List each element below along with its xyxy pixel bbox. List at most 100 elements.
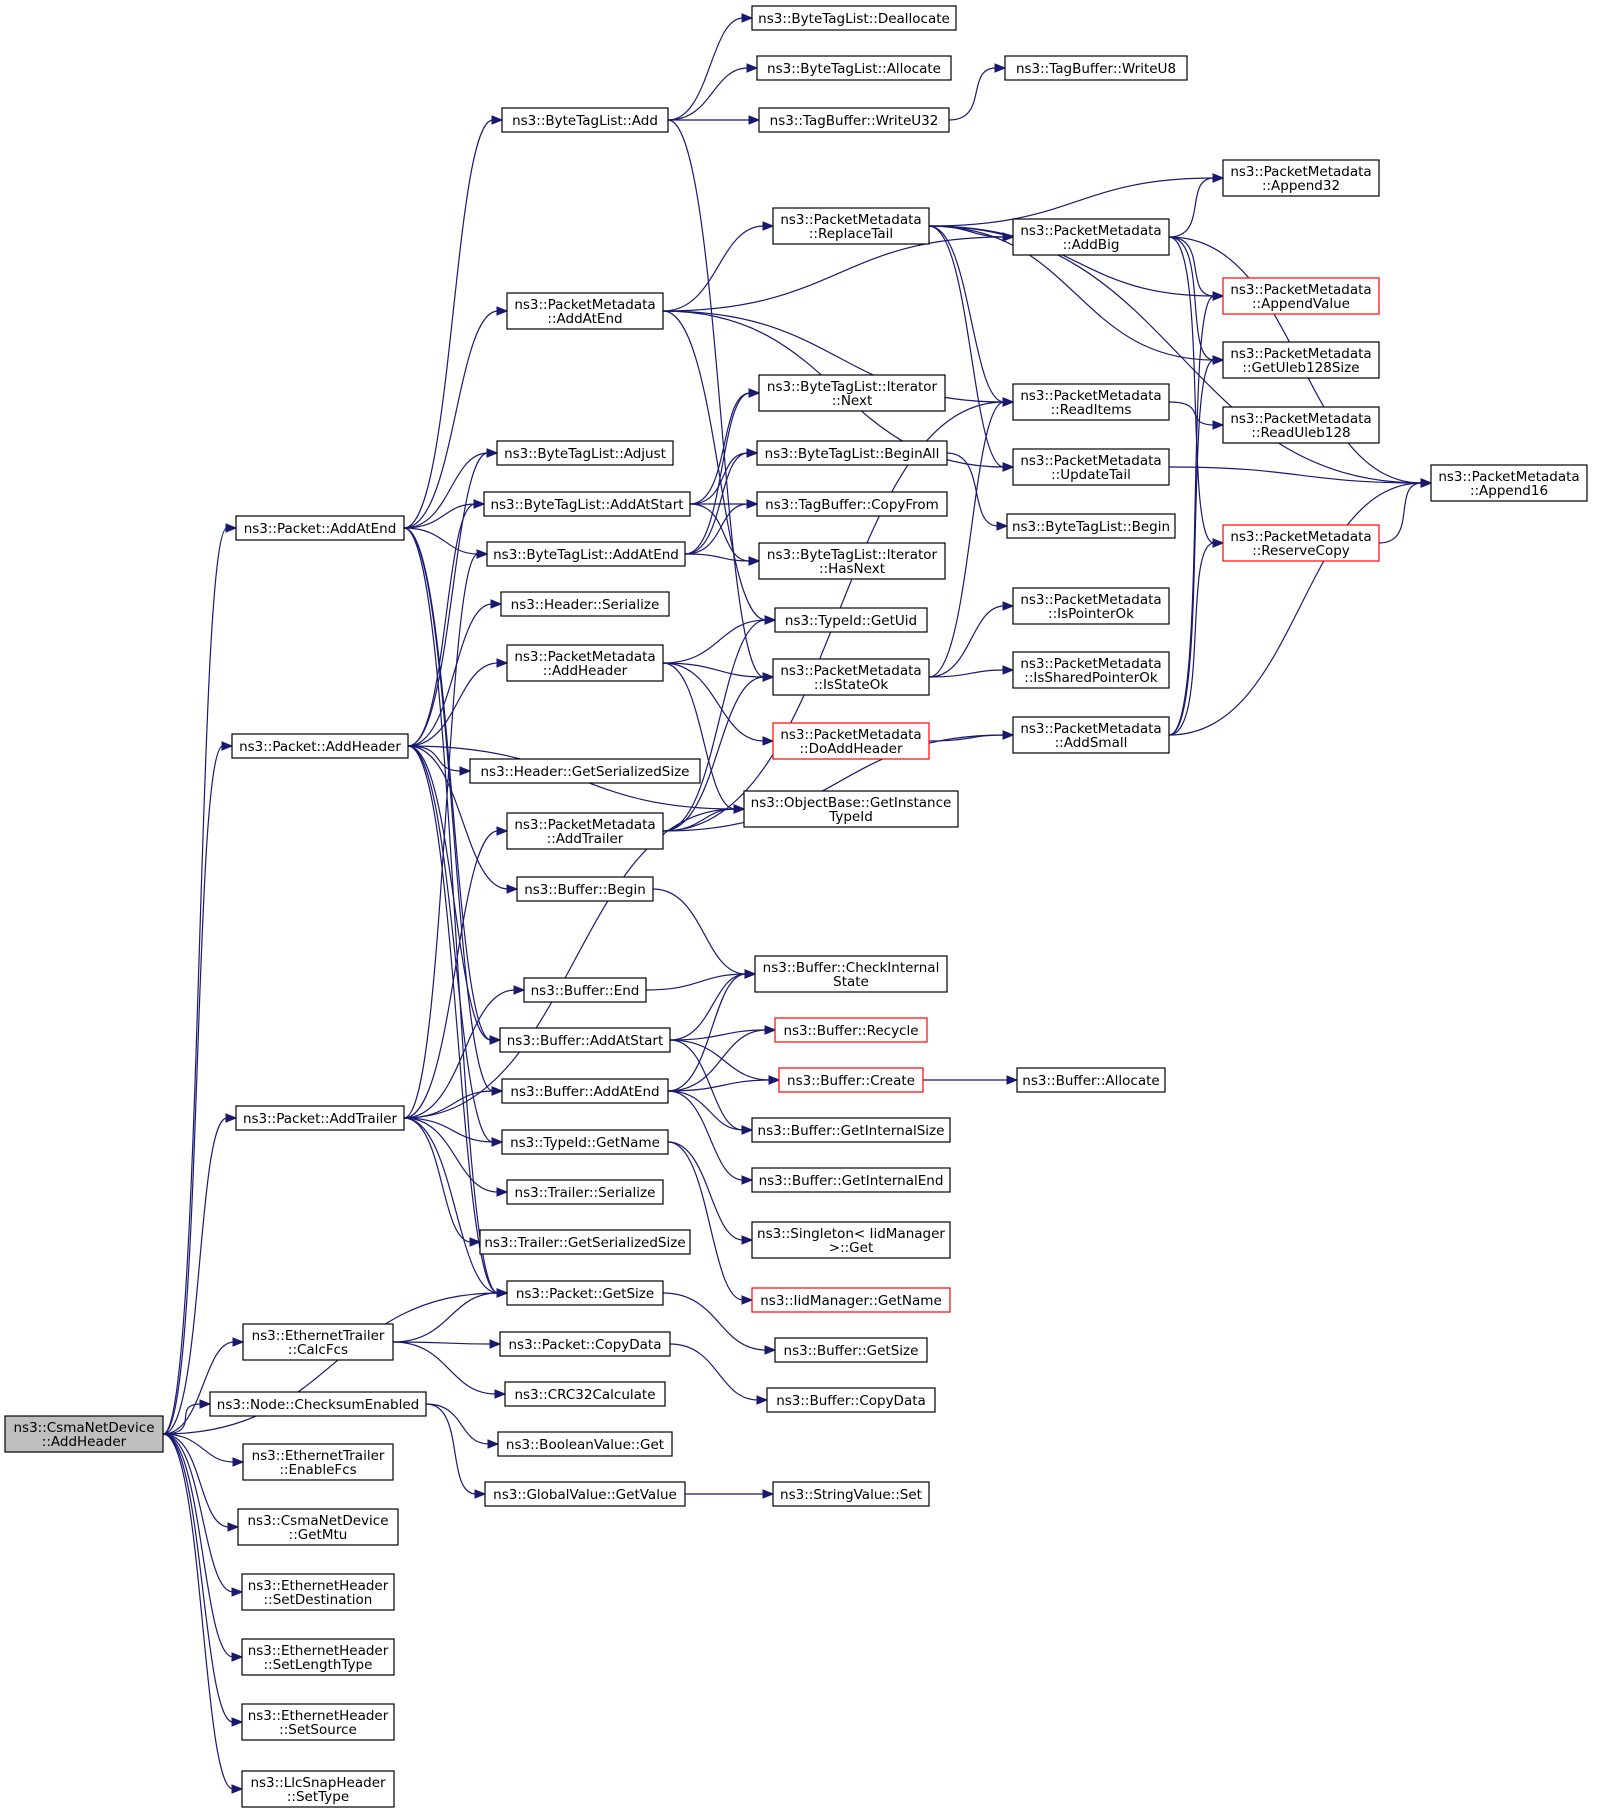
node-pmReplaceTail[interactable]: ns3::PacketMetadata::ReplaceTail (772, 207, 930, 245)
node-trlGetSerSize[interactable]: ns3::Trailer::GetSerializedSize (479, 1229, 691, 1255)
node-ethCalcFcs[interactable]: ns3::EthernetTrailer::CalcFcs (242, 1323, 394, 1361)
node-csmaGetMtu[interactable]: ns3::CsmaNetDevice::GetMtu (237, 1508, 399, 1546)
node-pAddTrailer[interactable]: ns3::Packet::AddTrailer (235, 1105, 405, 1131)
node-btlDealloc[interactable]: ns3::ByteTagList::Deallocate (751, 5, 957, 31)
edge-root-to-ethCalcFcs (162, 1341, 235, 1435)
node-tbWriteU8[interactable]: ns3::TagBuffer::WriteU8 (1004, 55, 1188, 81)
node-bufGetIntEnd[interactable]: ns3::Buffer::GetInternalEnd (751, 1167, 951, 1193)
edge-pmAddSmall-to-pmAppend16 (1168, 482, 1423, 736)
node-pGetSize[interactable]: ns3::Packet::GetSize (506, 1280, 664, 1306)
node-pmReadItems[interactable]: ns3::PacketMetadata::ReadItems (1012, 383, 1170, 421)
node-pmDoAddHeader[interactable]: ns3::PacketMetadata::DoAddHeader (772, 722, 930, 760)
node-btlAllocate[interactable]: ns3::ByteTagList::Allocate (756, 55, 952, 81)
node-pmIsPtrOk[interactable]: ns3::PacketMetadata::IsPointerOk (1012, 587, 1170, 625)
node-pAddAtEnd[interactable]: ns3::Packet::AddAtEnd (235, 515, 405, 541)
edge-pmAddTrailer-to-pmIsStateOk (662, 676, 765, 832)
node-label-line: ns3::Packet::AddHeader (239, 739, 401, 755)
node-label-line: ::Append32 (1262, 178, 1340, 194)
node-boolGet[interactable]: ns3::BooleanValue::Get (497, 1431, 673, 1457)
node-crc32[interactable]: ns3::CRC32Calculate (504, 1381, 666, 1407)
node-label-line: ::ReadUleb128 (1251, 425, 1350, 441)
node-btlItNext[interactable]: ns3::ByteTagList::Iterator::Next (758, 374, 946, 412)
node-bufAddAtEnd[interactable]: ns3::Buffer::AddAtEnd (501, 1078, 669, 1104)
node-pmAddAtEnd[interactable]: ns3::PacketMetadata::AddAtEnd (506, 292, 664, 330)
node-label-line: ::EnableFcs (279, 1462, 356, 1478)
node-nodeChecksum[interactable]: ns3::Node::ChecksumEnabled (209, 1391, 427, 1417)
arrowhead-tidGetName-to-singletonGet (741, 1235, 754, 1245)
node-label-line: ::HasNext (819, 561, 885, 577)
node-bufCopyData[interactable]: ns3::Buffer::CopyData (766, 1387, 936, 1413)
node-box (469, 758, 701, 784)
node-box (1222, 341, 1380, 379)
node-pAddHeader[interactable]: ns3::Packet::AddHeader (231, 733, 409, 759)
node-label-line: ns3::LlcSnapHeader (250, 1775, 386, 1791)
node-ethSetDest[interactable]: ns3::EthernetHeader::SetDestination (241, 1573, 395, 1611)
node-label-line: ns3::EthernetTrailer (252, 1448, 385, 1464)
node-btlAddAtStart[interactable]: ns3::ByteTagList::AddAtStart (483, 491, 691, 517)
node-bufEnd[interactable]: ns3::Buffer::End (523, 977, 647, 1003)
node-bufRecycle[interactable]: ns3::Buffer::Recycle (774, 1017, 928, 1043)
node-btlAdjust[interactable]: ns3::ByteTagList::Adjust (496, 440, 674, 466)
node-svSet[interactable]: ns3::StringValue::Set (772, 1481, 930, 1507)
node-bufCreate[interactable]: ns3::Buffer::Create (778, 1067, 924, 1093)
node-singletonGet[interactable]: ns3::Singleton< IidManager>::Get (751, 1221, 951, 1259)
node-btlAddAtEnd[interactable]: ns3::ByteTagList::AddAtEnd (486, 541, 686, 567)
node-bufAllocate[interactable]: ns3::Buffer::Allocate (1016, 1067, 1166, 1093)
node-ethSetLen[interactable]: ns3::EthernetHeader::SetLengthType (241, 1638, 395, 1676)
node-pmAppend32[interactable]: ns3::PacketMetadata::Append32 (1222, 159, 1380, 197)
node-hdrSerialize[interactable]: ns3::Header::Serialize (500, 591, 670, 617)
node-root[interactable]: ns3::CsmaNetDevice::AddHeader (4, 1415, 164, 1453)
node-btlItHasNext[interactable]: ns3::ByteTagList::Iterator::HasNext (758, 542, 946, 580)
node-tidGetUid[interactable]: ns3::TypeId::GetUid (774, 607, 928, 633)
node-box (499, 1331, 671, 1357)
edge-pAddAtEnd-to-bufAddAtEnd (403, 527, 494, 1092)
node-tbCopyFrom[interactable]: ns3::TagBuffer::CopyFrom (756, 491, 948, 517)
node-ethSetSrc[interactable]: ns3::EthernetHeader::SetSource (241, 1703, 395, 1741)
node-btlAdd[interactable]: ns3::ByteTagList::Add (501, 107, 669, 133)
node-pmAddBig[interactable]: ns3::PacketMetadata::AddBig (1012, 218, 1170, 256)
node-bufBegin[interactable]: ns3::Buffer::Begin (516, 876, 654, 902)
edge-bufAddAtEnd-to-bufCheckInt (667, 973, 747, 1092)
node-pmAddSmall[interactable]: ns3::PacketMetadata::AddSmall (1012, 716, 1170, 754)
node-box (751, 1221, 951, 1259)
node-llcSetType[interactable]: ns3::LlcSnapHeader::SetType (241, 1770, 395, 1808)
node-box (1012, 716, 1170, 754)
node-bufGetSize[interactable]: ns3::Buffer::GetSize (774, 1337, 928, 1363)
node-tidGetName[interactable]: ns3::TypeId::GetName (501, 1129, 669, 1155)
node-label-line: ns3::Header::GetSerializedSize (481, 764, 690, 780)
edge-pmAddSmall-to-pmReserveCopy (1168, 542, 1215, 736)
node-bufAddAtStart[interactable]: ns3::Buffer::AddAtStart (499, 1027, 671, 1053)
node-btlBeginAll[interactable]: ns3::ByteTagList::BeginAll (756, 440, 948, 466)
node-label-line: ns3::PacketMetadata (780, 663, 921, 679)
node-label-line: ns3::TagBuffer::WriteU32 (770, 113, 939, 129)
node-pmReserveCopy[interactable]: ns3::PacketMetadata::ReserveCopy (1222, 524, 1380, 562)
node-box (506, 292, 664, 330)
node-pmReadUleb[interactable]: ns3::PacketMetadata::ReadUleb128 (1222, 406, 1380, 444)
node-ethEnableFcs[interactable]: ns3::EthernetTrailer::EnableFcs (242, 1443, 394, 1481)
arrowhead-pAddTrailer-to-pmAddTrailer (496, 826, 509, 836)
node-pmAddTrailer[interactable]: ns3::PacketMetadata::AddTrailer (506, 812, 664, 850)
node-bufGetIntSize[interactable]: ns3::Buffer::GetInternalSize (751, 1117, 951, 1143)
node-pmUpdateTail[interactable]: ns3::PacketMetadata::UpdateTail (1012, 448, 1170, 486)
node-pmAppendValue[interactable]: ns3::PacketMetadata::AppendValue (1222, 277, 1380, 315)
edge-ethCalcFcs-to-pCopyData (392, 1341, 492, 1345)
node-label-line: ::SetType (287, 1789, 349, 1805)
node-pmAppend16[interactable]: ns3::PacketMetadata::Append16 (1430, 464, 1588, 502)
node-label-line: ns3::Buffer::CheckInternal (763, 960, 940, 976)
node-label-line: ns3::ByteTagList::Deallocate (758, 11, 950, 27)
node-btlBegin[interactable]: ns3::ByteTagList::Begin (1006, 513, 1176, 539)
arrowhead-ethCalcFcs-to-pGetSize (496, 1288, 509, 1298)
node-pCopyData[interactable]: ns3::Packet::CopyData (499, 1331, 671, 1357)
node-pmIsStateOk[interactable]: ns3::PacketMetadata::IsStateOk (772, 658, 930, 696)
node-tbWriteU32[interactable]: ns3::TagBuffer::WriteU32 (758, 107, 950, 133)
node-pmGetUleb[interactable]: ns3::PacketMetadata::GetUleb128Size (1222, 341, 1380, 379)
node-hdrGetSerSize[interactable]: ns3::Header::GetSerializedSize (469, 758, 701, 784)
arrowhead-pmAddAtEnd-to-pmReplaceTail (762, 221, 775, 231)
node-pmAddHeader[interactable]: ns3::PacketMetadata::AddHeader (506, 644, 664, 682)
node-pmIsShPtrOk[interactable]: ns3::PacketMetadata::IsSharedPointerOk (1012, 651, 1170, 689)
node-gvGetValue[interactable]: ns3::GlobalValue::GetValue (484, 1481, 686, 1507)
node-iidGetName[interactable]: ns3::IidManager::GetName (751, 1287, 951, 1313)
node-trlSerialize[interactable]: ns3::Trailer::Serialize (506, 1179, 664, 1205)
